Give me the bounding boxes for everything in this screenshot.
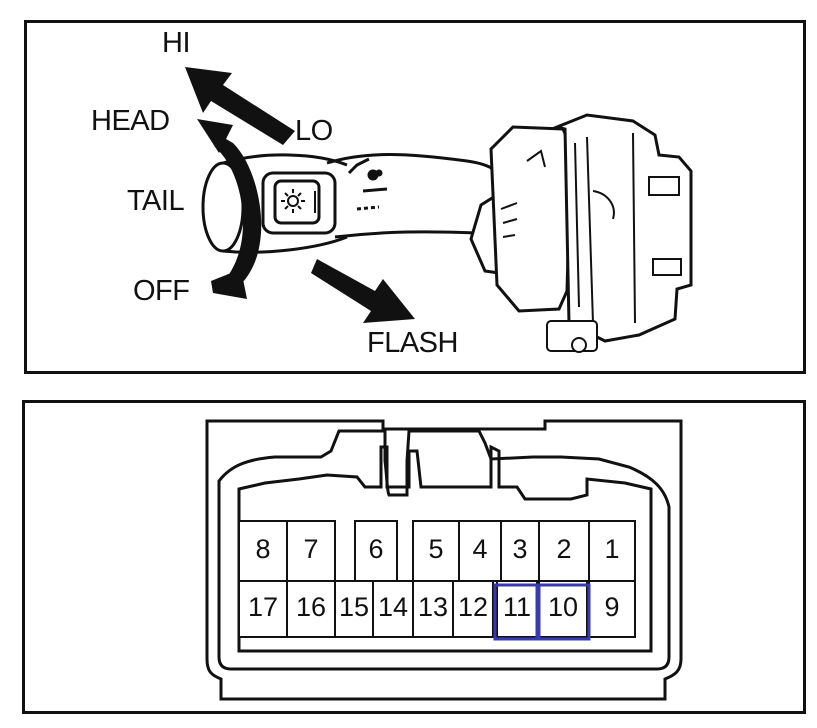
bottom-row-pin-label-9: 9 — [604, 592, 620, 622]
pin-highlight-10 — [535, 583, 591, 641]
pin-highlight-11 — [493, 583, 541, 641]
bottom-row-pin-label-11: 11 — [502, 592, 532, 622]
switch-illustration — [185, 67, 693, 353]
flash-arrow — [311, 259, 415, 323]
switch-body — [469, 113, 693, 353]
bottom-row-pin-label-14: 14 — [377, 592, 409, 622]
pin-cell-12 — [452, 580, 494, 638]
bottom-row-pin-label-17: 17 — [247, 592, 279, 622]
switch-diagram-panel: HI HEAD LO TAIL OFF FLASH — [24, 20, 806, 374]
bottom-row-pin-label-13: 13 — [417, 592, 449, 622]
bottom-row-pin-label-12: 12 — [457, 592, 489, 622]
top-row-pin-label-6: 6 — [368, 534, 384, 564]
tail-label: TAIL — [127, 185, 185, 217]
bottom-row-pin-label-10: 10 — [547, 592, 579, 622]
pin-cell-13 — [412, 580, 454, 638]
head-tail-off-arc — [197, 119, 262, 299]
off-label: OFF — [133, 275, 190, 307]
headlight-symbol-icon — [281, 189, 316, 213]
pin-cell-6 — [354, 520, 398, 582]
head-label: HEAD — [91, 105, 170, 137]
bottom-row-pin-label-15: 15 — [338, 592, 370, 622]
flash-label: FLASH — [367, 327, 458, 359]
top-row-pin-label-1: 1 — [604, 534, 620, 564]
hi-lo-arrow — [185, 67, 295, 145]
hi-label: HI — [162, 27, 191, 59]
bottom-row-pin-label-16: 16 — [295, 592, 327, 622]
lo-label: LO — [295, 115, 333, 147]
connector-inner-shell — [217, 429, 671, 671]
headlight-knob — [201, 153, 348, 254]
pin-cell-11 — [496, 580, 538, 638]
connector-face-frame — [237, 444, 653, 653]
connector-outline — [205, 419, 683, 701]
top-row-pin-label-2: 2 — [556, 534, 572, 564]
pin-cell-10 — [538, 580, 588, 638]
top-row-pin-label-8: 8 — [255, 534, 271, 564]
top-row-pin-label-4: 4 — [472, 534, 488, 564]
pin-cell-15 — [334, 580, 374, 638]
top-row-pin-label-3: 3 — [512, 534, 528, 564]
top-row-pin-label-5: 5 — [428, 534, 444, 564]
connector-housing — [205, 419, 683, 701]
top-row-pin-label-7: 7 — [303, 534, 319, 564]
